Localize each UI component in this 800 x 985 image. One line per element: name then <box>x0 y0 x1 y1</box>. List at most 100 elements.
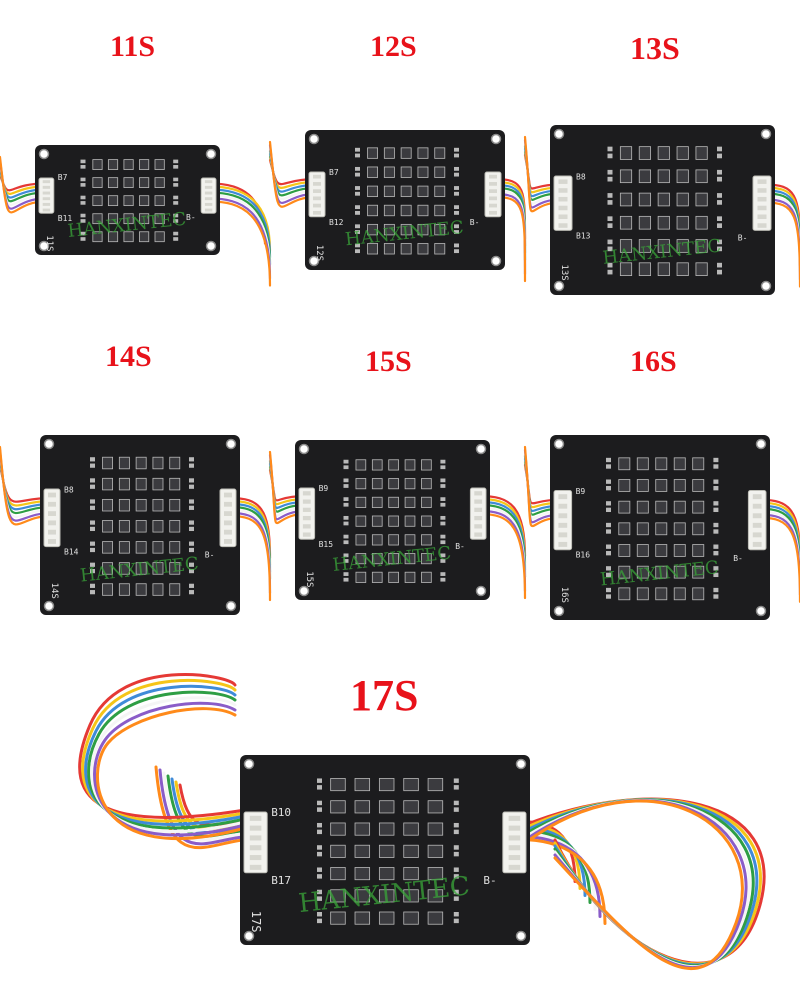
smd-component <box>692 479 705 492</box>
smd-component <box>107 177 119 188</box>
solder-pad <box>607 146 613 152</box>
solder-pad <box>606 544 611 549</box>
pcb-body <box>550 125 775 295</box>
silk-pin-label-right: B- <box>738 234 748 243</box>
smd-component <box>367 243 378 255</box>
mounting-hole <box>490 255 502 267</box>
wire <box>93 701 247 837</box>
solder-pad <box>606 479 611 484</box>
smd-component <box>655 522 668 536</box>
connector-pin <box>48 492 56 498</box>
smd-component <box>618 479 631 492</box>
smd-component <box>371 534 383 546</box>
mounting-hole <box>298 443 310 455</box>
connector-pin <box>508 835 521 841</box>
silk-pin-label-top: B8 <box>576 172 586 181</box>
connector-pin <box>313 210 321 215</box>
silk-pin-label-bottom: B14 <box>64 548 79 557</box>
smd-component <box>618 457 631 471</box>
smd-component <box>102 456 113 470</box>
mounting-hole <box>475 443 487 455</box>
smd-component <box>123 177 134 188</box>
smd-component <box>123 213 134 225</box>
connector-pin <box>558 532 568 538</box>
smd-component <box>378 867 395 881</box>
smd-component <box>638 215 651 230</box>
smd-component <box>417 185 429 198</box>
solder-pad <box>90 541 95 546</box>
silk-cell-count: 16S <box>559 587 569 603</box>
smd-component <box>636 544 649 557</box>
smd-component <box>135 456 147 470</box>
jst-connector-right <box>752 175 772 231</box>
smd-component <box>695 169 708 184</box>
solder-pad <box>90 526 95 532</box>
smd-component <box>330 800 346 814</box>
smd-component <box>135 477 147 491</box>
mounting-hole <box>308 255 320 267</box>
smd-component <box>154 177 165 188</box>
solder-pad <box>355 249 360 254</box>
solder-pad <box>440 559 446 563</box>
connector-pin <box>48 520 56 526</box>
wire <box>523 135 562 213</box>
smd-component <box>354 822 371 836</box>
smd-component <box>135 541 147 554</box>
jst-connector-left <box>243 811 268 874</box>
solder-pad <box>343 572 349 576</box>
smd-component <box>367 185 378 198</box>
smd-component <box>692 500 705 514</box>
mounting-hole <box>43 600 55 612</box>
solder-pad <box>343 497 349 501</box>
smd-component <box>139 231 150 243</box>
solder-pad <box>343 559 349 563</box>
smd-component <box>169 562 181 575</box>
solder-pad <box>713 544 719 549</box>
smd-component <box>383 243 395 255</box>
smd-component <box>434 223 446 236</box>
solder-pad <box>440 465 446 470</box>
solder-pad <box>173 165 179 169</box>
smd-component <box>378 800 395 814</box>
connector-pin <box>204 208 213 212</box>
solder-pad <box>189 590 194 595</box>
solder-pad <box>454 205 459 210</box>
smd-component <box>371 496 383 508</box>
connector-pin <box>313 196 321 201</box>
connector-pin <box>204 180 213 184</box>
solder-pad <box>343 534 349 539</box>
smd-component <box>638 239 651 253</box>
smd-component <box>135 562 147 575</box>
solder-pad <box>453 822 459 828</box>
smd-component <box>404 496 416 508</box>
smd-component <box>695 192 708 207</box>
smd-component <box>383 204 395 217</box>
smd-component <box>354 889 371 903</box>
solder-pad <box>713 529 719 534</box>
smd-component <box>169 498 181 512</box>
smd-component <box>404 553 416 565</box>
smd-component <box>657 192 670 207</box>
smd-component <box>152 583 164 596</box>
solder-pad <box>606 566 611 571</box>
smd-component <box>135 498 147 512</box>
smd-component <box>404 534 416 546</box>
smd-component <box>655 544 668 557</box>
smd-component <box>118 456 130 470</box>
smd-component <box>618 565 631 579</box>
solder-pad <box>713 594 719 599</box>
smd-component <box>367 223 378 236</box>
smd-component <box>383 147 395 159</box>
connector-pin <box>42 191 51 195</box>
smd-component <box>417 223 429 236</box>
solder-pad <box>606 551 611 556</box>
solder-pad <box>189 505 194 510</box>
silk-pin-label-top: B8 <box>64 486 74 495</box>
solder-pad <box>355 186 360 190</box>
solder-pad <box>90 484 95 489</box>
solder-pad <box>343 515 349 520</box>
smd-component <box>619 146 633 160</box>
